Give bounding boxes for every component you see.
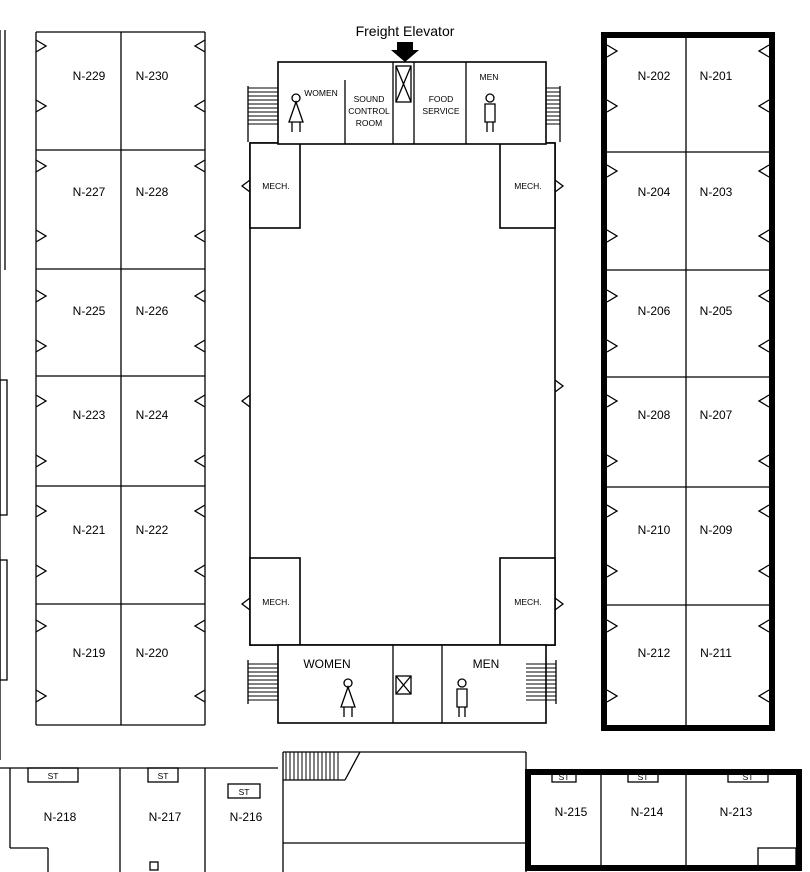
central-hall (240, 142, 565, 646)
top-core (247, 42, 561, 145)
room-label: N-202 (638, 69, 671, 83)
mech-label: MECH. (514, 597, 541, 607)
sound-control-label-1: SOUND (354, 94, 385, 104)
room-label: N-222 (136, 523, 169, 537)
room-label: N-226 (136, 304, 169, 318)
room-label: N-211 (700, 646, 732, 660)
room-label: N-207 (700, 408, 733, 422)
freight-elevator-shaft (395, 65, 412, 103)
room-label: N-216 (230, 810, 263, 824)
women-label: WOMEN (304, 88, 338, 98)
bottom-core (247, 644, 557, 724)
elevator-shaft-bottom (395, 675, 412, 695)
room-label: N-206 (638, 304, 671, 318)
storage-label: ST (158, 771, 169, 781)
storage-label: ST (239, 787, 250, 797)
room-label: N-230 (136, 69, 169, 83)
room-label: N-219 (73, 646, 106, 660)
storage-label: ST (559, 772, 570, 782)
room-label: N-209 (700, 523, 733, 537)
mech-room-sw (249, 557, 301, 646)
room-label: N-225 (73, 304, 106, 318)
room-label: N-203 (700, 185, 733, 199)
right-wing (601, 32, 775, 731)
storage-label: ST (638, 772, 649, 782)
stairs-bottom-right (526, 660, 557, 704)
room-label: N-218 (44, 810, 77, 824)
storage-box-218 (27, 767, 79, 783)
storage-box-217 (147, 767, 179, 783)
storage-box-216 (227, 783, 261, 799)
men-restroom-icon (484, 93, 496, 132)
women-restroom-icon-bottom (340, 678, 356, 717)
room-label: N-223 (73, 408, 106, 422)
storage-label: ST (743, 772, 754, 782)
stairs-bottom-left (247, 660, 278, 704)
room-label: N-221 (73, 523, 106, 537)
stairs-top-right (546, 86, 561, 142)
room-label: N-227 (73, 185, 106, 199)
room-label: N-215 (555, 805, 588, 819)
bottom-row (0, 751, 802, 872)
women-label-bottom: WOMEN (303, 657, 350, 671)
mech-label: MECH. (262, 597, 289, 607)
room-label: N-220 (136, 646, 169, 660)
men-restroom-icon-bottom (456, 678, 468, 717)
room-label: N-224 (136, 408, 169, 422)
food-service-label-1: FOOD (429, 94, 454, 104)
women-restroom-icon (288, 93, 304, 132)
room-label: N-212 (638, 646, 671, 660)
room-label: N-217 (149, 810, 182, 824)
mech-room-ne (499, 142, 556, 229)
mech-room-nw (249, 142, 301, 229)
room-label: N-213 (720, 805, 753, 819)
sound-control-label-2: CONTROL (348, 106, 390, 116)
room-label: N-204 (638, 185, 671, 199)
left-wing (0, 30, 206, 760)
mech-room-se (499, 557, 556, 646)
freight-elevator-label: Freight Elevator (356, 23, 455, 39)
room-label: N-201 (700, 69, 733, 83)
men-label-bottom: MEN (473, 657, 500, 671)
food-service-label-2: SERVICE (422, 106, 459, 116)
room-label: N-210 (638, 523, 671, 537)
room-label: N-228 (136, 185, 169, 199)
room-label: N-208 (638, 408, 671, 422)
sound-control-label-3: ROOM (356, 118, 382, 128)
mech-label: MECH. (262, 181, 289, 191)
room-label: N-229 (73, 69, 106, 83)
mech-label: MECH. (514, 181, 541, 191)
room-label: N-205 (700, 304, 733, 318)
men-label: MEN (480, 72, 499, 82)
storage-label: ST (48, 771, 59, 781)
room-label: N-214 (631, 805, 664, 819)
stairs-bottom-row (283, 751, 361, 781)
stairs-top-left (247, 86, 278, 142)
freight-elevator-arrow-icon (391, 42, 419, 62)
